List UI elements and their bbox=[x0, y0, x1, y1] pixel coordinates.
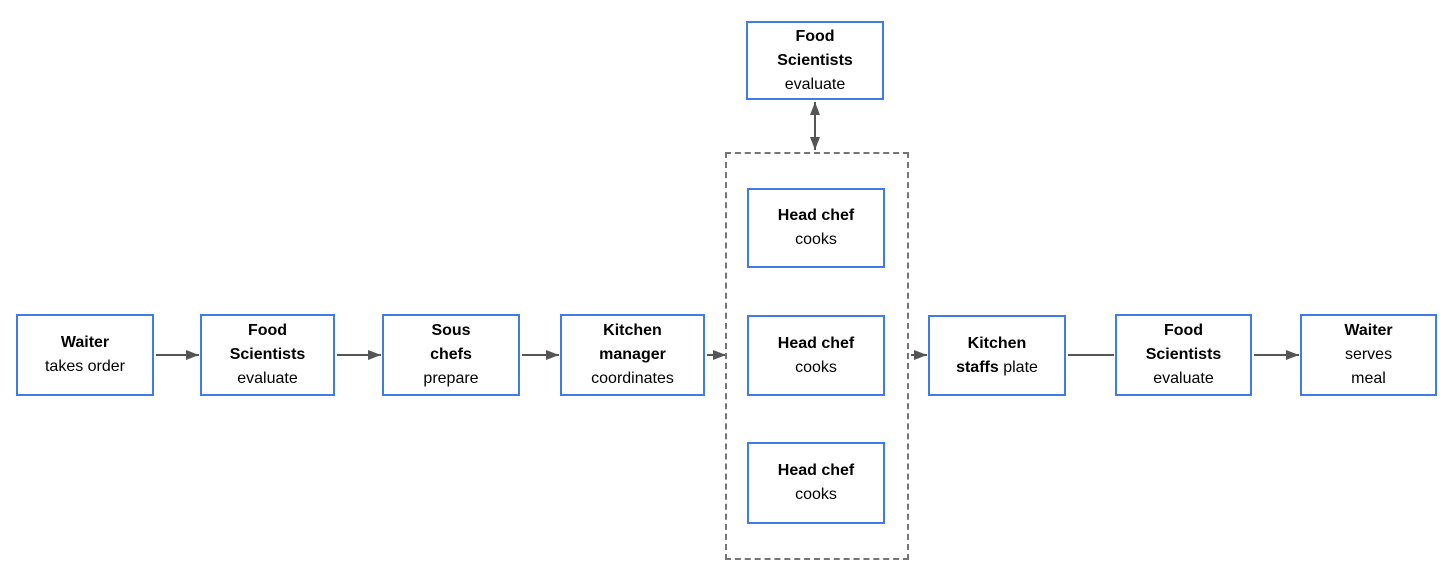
node-label-line: Scientists bbox=[230, 343, 306, 367]
node-label-line: serves bbox=[1345, 343, 1392, 367]
node-label-line: Sous bbox=[431, 319, 470, 343]
node-label-line: evaluate bbox=[237, 367, 298, 391]
node-label-line: Head chef bbox=[778, 204, 854, 228]
node-role-text: Food bbox=[247, 322, 288, 339]
node-role-text: Waiter bbox=[1344, 322, 1393, 339]
node-action-text: evaluate bbox=[237, 370, 298, 387]
node-action-text: evaluate bbox=[1153, 370, 1214, 387]
node-head-chef-cooks-2: Head chef cooks bbox=[747, 315, 885, 396]
node-label-line: coordinates bbox=[591, 367, 674, 391]
node-action-text: plate bbox=[998, 358, 1038, 376]
node-kitchen-staffs-plate: Kitchen staffs plate bbox=[928, 315, 1066, 396]
node-label-line: Food bbox=[1164, 319, 1203, 343]
node-action-text: evaluate bbox=[784, 75, 846, 93]
node-waiter-takes-order: Waiter takes order bbox=[16, 314, 154, 396]
node-head-chef-cooks-1: Head chef cooks bbox=[747, 188, 885, 268]
node-label-line: staffs plate bbox=[956, 356, 1038, 380]
node-label-line: Waiter bbox=[1344, 319, 1392, 343]
node-sous-chefs-prepare: Sous chefs prepare bbox=[382, 314, 520, 396]
node-label-line: cooks bbox=[795, 356, 837, 380]
node-role-text: Sous bbox=[431, 322, 471, 339]
node-action-text: takes order bbox=[44, 358, 126, 375]
node-role-text: Head chef bbox=[777, 207, 855, 224]
node-role-text: Waiter bbox=[60, 334, 110, 351]
node-action-text: cooks bbox=[795, 231, 837, 248]
node-label-line: evaluate bbox=[1153, 367, 1214, 391]
node-role-text: Food bbox=[795, 27, 835, 45]
node-role-text: Food bbox=[1163, 322, 1204, 339]
node-role-text: chefs bbox=[430, 346, 472, 363]
node-action-text: coordinates bbox=[591, 370, 674, 387]
node-label-line: Head chef bbox=[778, 459, 854, 483]
node-action-text: serves bbox=[1344, 346, 1393, 363]
node-label-line: cooks bbox=[795, 483, 837, 507]
node-label-line: Waiter bbox=[61, 331, 109, 355]
node-role-text: Scientists bbox=[229, 346, 306, 363]
node-role-text: Kitchen bbox=[967, 334, 1027, 352]
node-label-line: cooks bbox=[795, 228, 837, 252]
node-label-line: Food bbox=[795, 25, 834, 49]
node-action-text: prepare bbox=[423, 370, 479, 387]
node-role-text: staffs bbox=[956, 358, 999, 376]
node-label-line: Head chef bbox=[778, 332, 854, 356]
node-label-line: chefs bbox=[430, 343, 472, 367]
node-label-line: Food bbox=[248, 319, 287, 343]
node-role-text: Scientists bbox=[1145, 346, 1222, 363]
node-label-line: Scientists bbox=[1146, 343, 1222, 367]
node-label-line: prepare bbox=[423, 367, 478, 391]
node-label-line: manager bbox=[599, 343, 666, 367]
node-label-line: Scientists bbox=[777, 49, 853, 73]
node-kitchen-manager-coordinates: Kitchen manager coordinates bbox=[560, 314, 705, 396]
node-role-text: Head chef bbox=[777, 462, 855, 479]
node-head-chef-cooks-3: Head chef cooks bbox=[747, 442, 885, 524]
node-action-text: meal bbox=[1351, 370, 1386, 387]
head-chefs-group bbox=[725, 152, 909, 560]
node-role-text: Head chef bbox=[777, 334, 855, 352]
node-role-text: Kitchen bbox=[603, 322, 662, 339]
node-role-text: manager bbox=[599, 346, 666, 363]
node-action-text: cooks bbox=[795, 486, 837, 503]
node-label-line: Kitchen bbox=[968, 332, 1027, 356]
node-label-line: evaluate bbox=[785, 73, 846, 97]
node-label-line: meal bbox=[1351, 367, 1386, 391]
node-label-line: Kitchen bbox=[603, 319, 662, 343]
node-waiter-serves-meal: Waiter serves meal bbox=[1300, 314, 1437, 396]
node-label-line: takes order bbox=[45, 355, 125, 379]
node-role-text: Scientists bbox=[777, 51, 853, 69]
node-action-text: cooks bbox=[795, 358, 837, 376]
